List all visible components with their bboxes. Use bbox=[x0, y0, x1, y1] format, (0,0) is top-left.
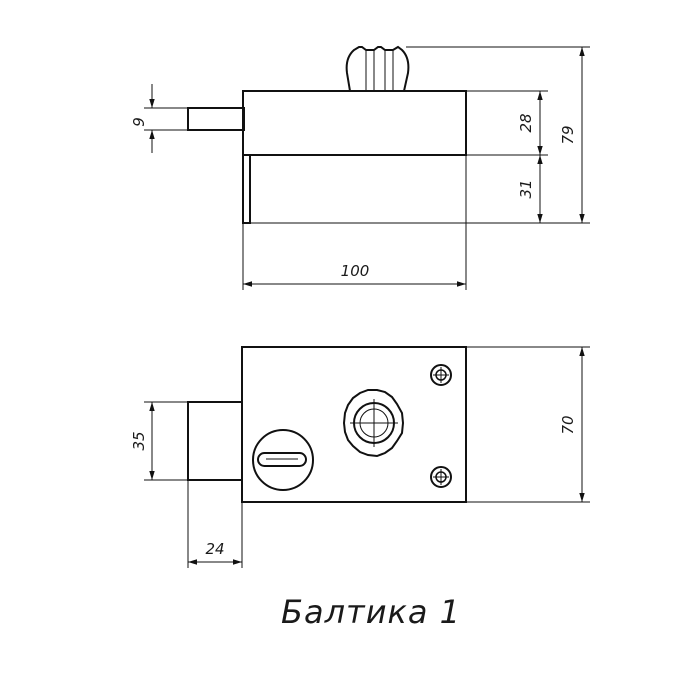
drawing-title: Балтика 1 bbox=[281, 593, 461, 631]
screw-bottom bbox=[430, 466, 452, 488]
keyhole bbox=[252, 429, 314, 491]
side-view bbox=[187, 45, 467, 224]
side-body bbox=[242, 90, 467, 156]
dim-total-height: 79 bbox=[559, 125, 577, 144]
dim-bolt-height: 9 bbox=[130, 117, 148, 127]
dimension-lines-front bbox=[144, 346, 590, 568]
front-bolt bbox=[187, 401, 243, 481]
front-view bbox=[187, 346, 467, 503]
side-plate bbox=[242, 154, 251, 224]
dim-plate-height: 31 bbox=[517, 179, 535, 198]
screw-top bbox=[430, 364, 452, 386]
dimension-lines-side bbox=[144, 46, 590, 290]
dim-bolt-projection: 24 bbox=[205, 540, 224, 558]
dim-front-height: 70 bbox=[559, 415, 577, 434]
side-knob bbox=[345, 45, 410, 92]
dim-bolt-front-height: 35 bbox=[130, 431, 148, 450]
dim-body-height: 28 bbox=[517, 113, 535, 132]
side-bolt bbox=[187, 107, 245, 131]
front-knob bbox=[342, 389, 405, 458]
dim-body-length: 100 bbox=[341, 262, 370, 280]
